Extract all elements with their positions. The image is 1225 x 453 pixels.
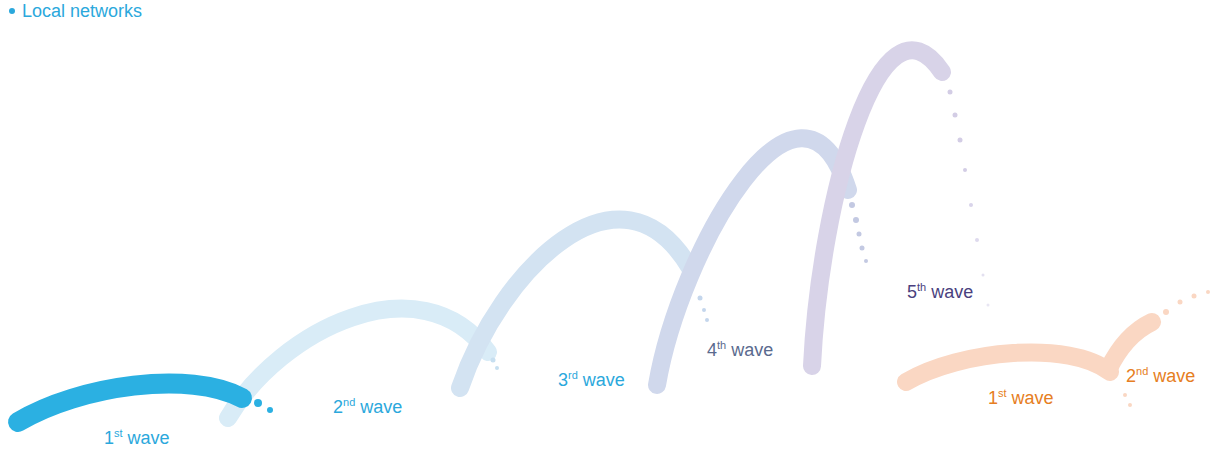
wave-label: 2nd wave: [1126, 366, 1195, 388]
wave-arc: [812, 50, 942, 366]
wave-label: 5th wave: [907, 282, 973, 304]
wave-arc: [18, 383, 242, 422]
wave-label: 2nd wave: [333, 397, 402, 419]
bounce-dots: [254, 90, 1210, 414]
bullet: [9, 8, 15, 14]
wave-label: 4th wave: [707, 340, 773, 362]
wave-label: 3rd wave: [558, 370, 625, 392]
list-item: Local networks: [22, 1, 142, 23]
wave-arc: [228, 309, 488, 418]
wave-label: 1st wave: [104, 428, 170, 450]
wave-label: 1st wave: [988, 388, 1054, 410]
wave-arc: [1108, 322, 1152, 370]
wave-arc: [906, 352, 1110, 382]
